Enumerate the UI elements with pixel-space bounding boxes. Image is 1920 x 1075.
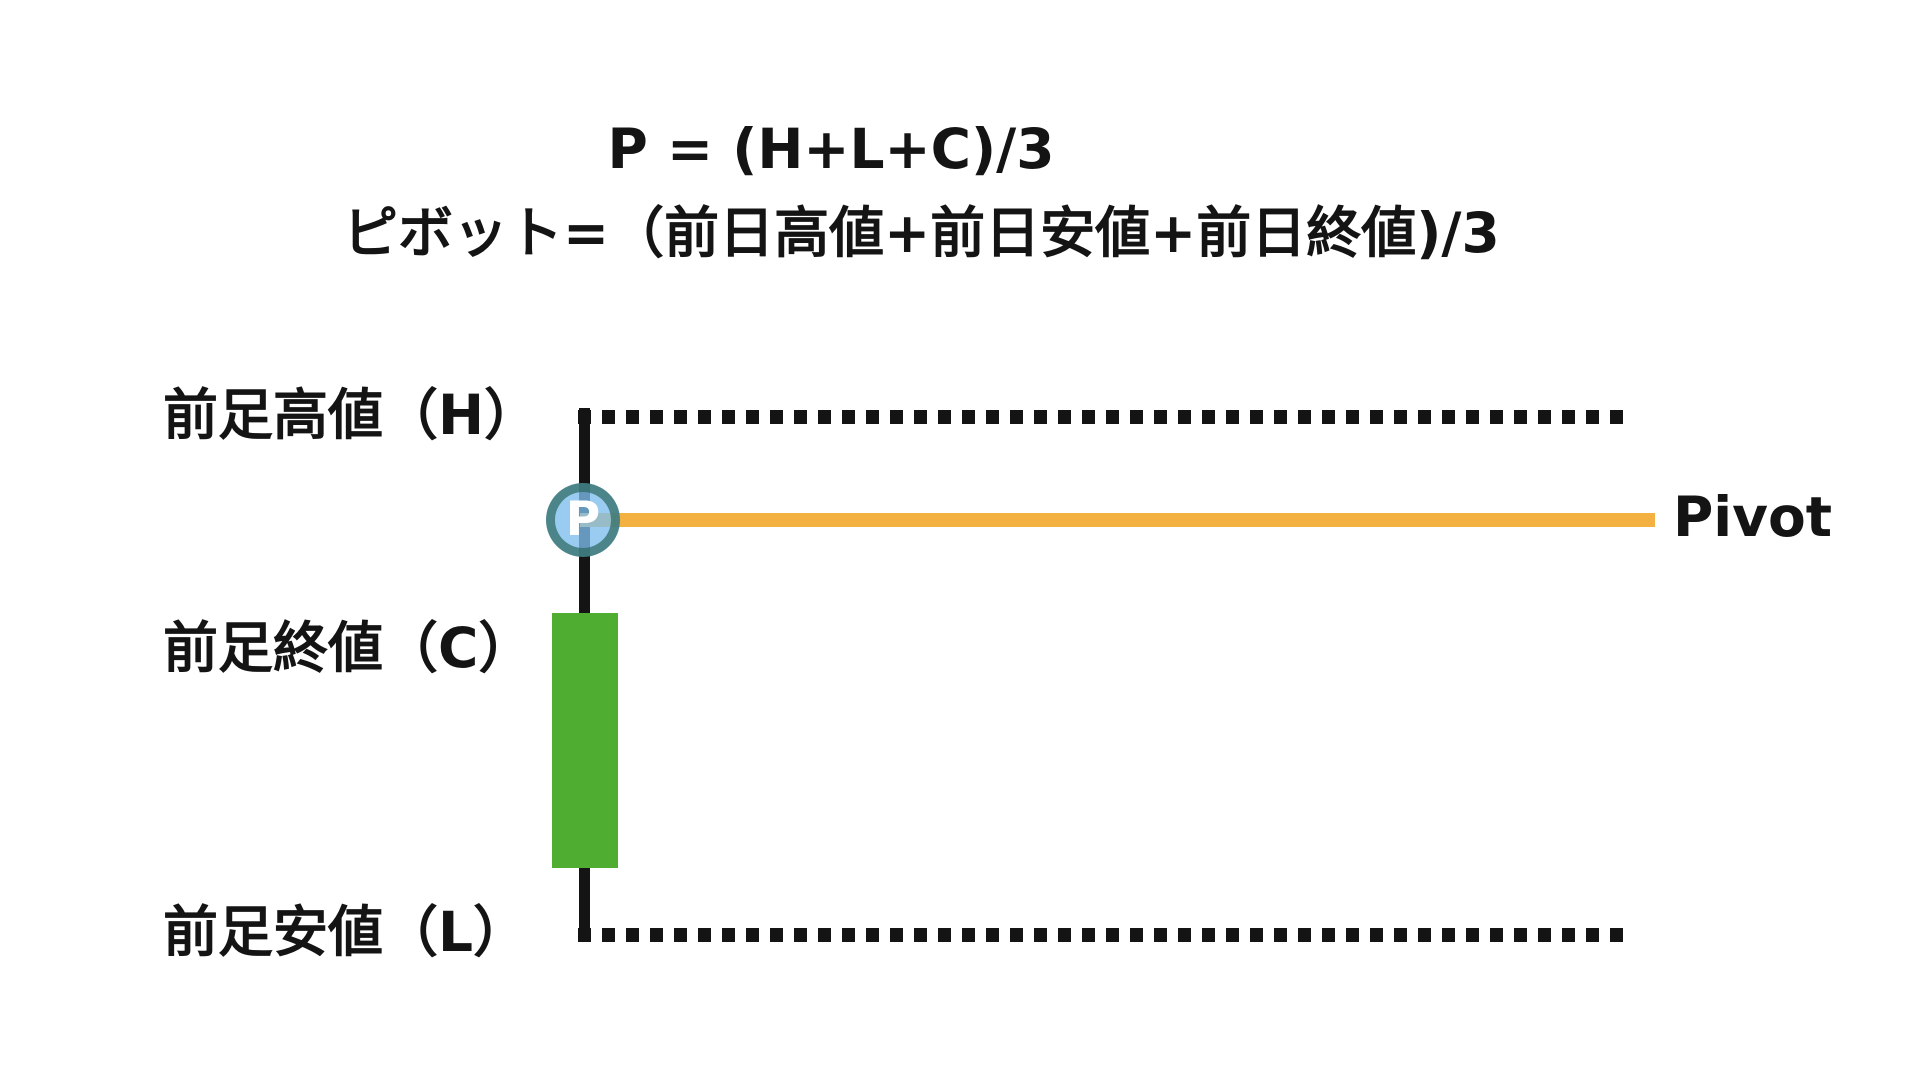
low-dotted-line [578,928,1634,942]
label-previous-low: 前足安値（L） [163,900,529,964]
label-pivot: Pivot [1673,485,1833,549]
formula-japanese: ピボット=（前日高値+前日安値+前日終値)/3 [343,201,1500,265]
candle-body [552,613,618,868]
label-previous-close: 前足終値（C） [163,616,534,680]
pivot-marker-icon: P [546,483,620,557]
high-dotted-line [578,410,1634,424]
pivot-marker-letter: P [565,491,601,547]
pivot-line [580,513,1655,527]
label-previous-high: 前足高値（H） [163,383,540,447]
formula-english: P = (H+L+C)/3 [607,117,1055,181]
